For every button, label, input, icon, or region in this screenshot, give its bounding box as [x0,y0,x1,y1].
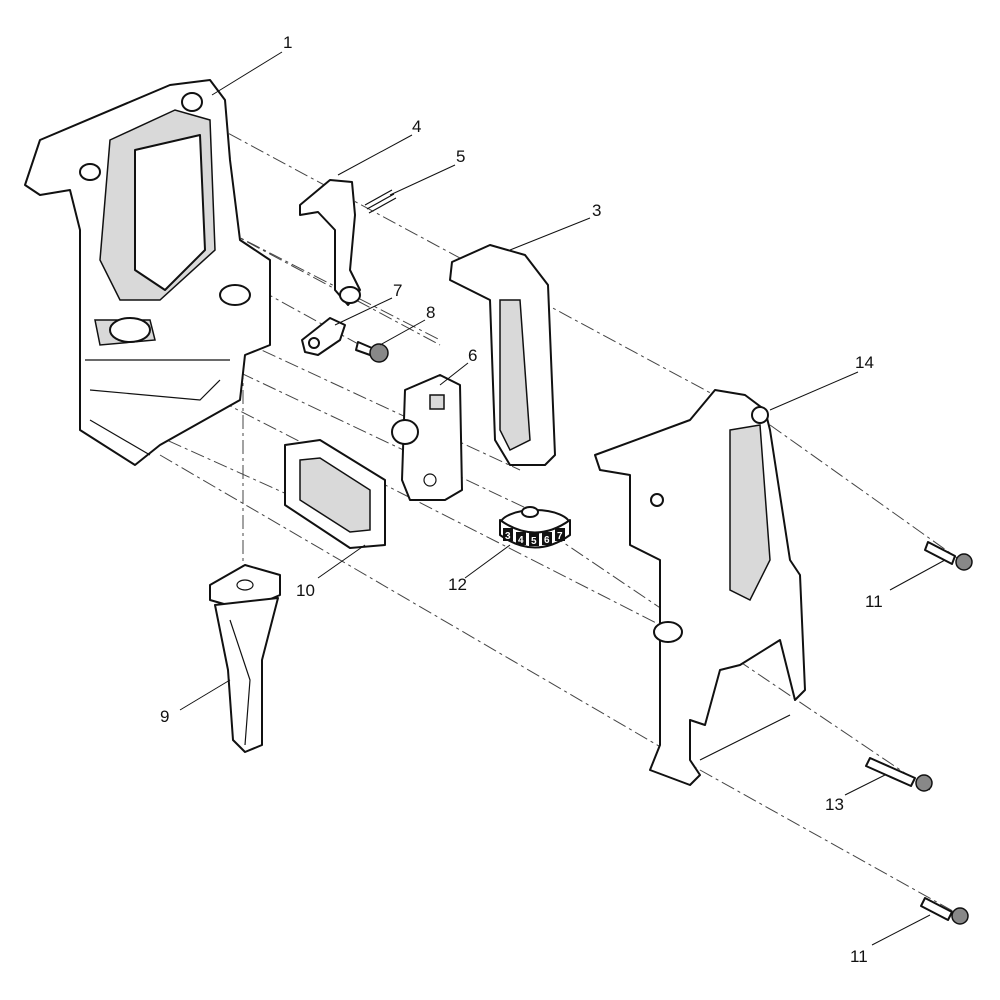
callout-7: 7 [393,281,402,300]
knob-digit: 5 [531,536,537,547]
callout-8: 8 [426,303,435,322]
callout-6: 6 [468,346,477,365]
callout-12: 12 [448,575,467,594]
callout-9: 9 [160,707,169,726]
callout-13: 13 [825,795,844,814]
callout-14: 14 [855,353,874,372]
part-11-screw-lower [920,897,969,925]
part-8-screw [355,341,389,363]
knob-digit: 3 [505,531,511,542]
knob-digit: 7 [557,531,563,542]
callout-11a: 11 [865,592,883,611]
part-9-grip [209,564,281,753]
part-13-screw [865,757,933,792]
callout-labels: 1 4 5 3 7 8 6 14 10 12 11 9 13 11 [160,33,883,966]
callout-3: 3 [592,201,601,220]
callout-10: 10 [296,581,315,600]
part-4-lever [299,179,361,306]
knob-digit: 6 [544,535,550,546]
part-10-frame [284,439,386,549]
part-6-switch [391,374,463,501]
part-14-right-housing [594,389,806,786]
callout-4: 4 [412,117,421,136]
part-7-link [301,317,346,356]
callout-leaders [179,51,946,946]
callout-11b: 11 [850,947,868,966]
part-5-spring [364,189,397,214]
part-12-knob: 3 4 5 6 7 [499,506,571,549]
part-3-cover [449,244,556,466]
callout-1: 1 [283,33,292,52]
part-11-screw-upper [924,541,973,571]
knob-digits: 3 4 5 6 7 [503,528,565,547]
callout-5: 5 [456,147,465,166]
knob-digit: 4 [518,535,524,546]
part-1-left-housing [24,79,271,466]
